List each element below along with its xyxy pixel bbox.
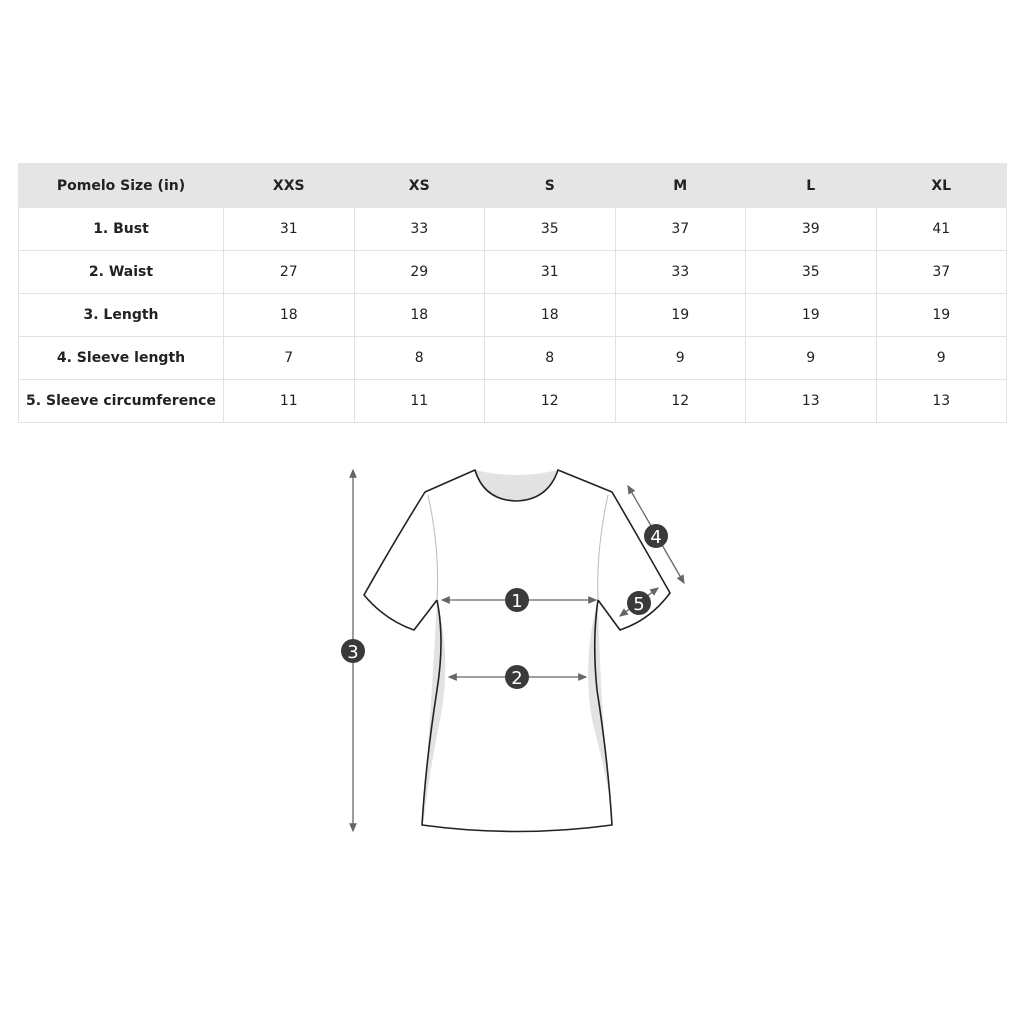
left-seam [427, 494, 439, 601]
table-cell: 33 [614, 250, 746, 294]
table-cell: 11 [353, 379, 485, 423]
header-s: S [484, 163, 616, 208]
marker-2-waist: 2 [505, 665, 529, 689]
row-label: 3. Length [18, 293, 224, 337]
table-cell: 41 [875, 207, 1007, 251]
table-cell: 29 [353, 250, 485, 294]
header-xxs: XXS [223, 163, 355, 208]
svg-text:4: 4 [650, 527, 661, 548]
table-cell: 33 [353, 207, 485, 251]
table-header-row: Pomelo Size (in) XXS XS S M L XL [18, 163, 1007, 208]
marker-1-bust: 1 [505, 588, 529, 612]
table-cell: 37 [614, 207, 746, 251]
table-cell: 13 [875, 379, 1007, 423]
neckline-shading [475, 470, 558, 501]
marker-5-sleeve-circumference: 5 [627, 591, 651, 615]
svg-text:2: 2 [511, 668, 522, 689]
header-size-label: Pomelo Size (in) [18, 163, 224, 208]
marker-4-sleeve-length: 4 [644, 524, 668, 548]
row-label: 4. Sleeve length [18, 336, 224, 380]
header-xl: XL [875, 163, 1007, 208]
svg-text:1: 1 [511, 591, 522, 612]
table-cell: 7 [223, 336, 355, 380]
table-cell: 35 [745, 250, 877, 294]
svg-text:3: 3 [347, 642, 358, 663]
table-cell: 35 [484, 207, 616, 251]
table-cell: 8 [353, 336, 485, 380]
table-cell: 19 [875, 293, 1007, 337]
size-chart-table: Pomelo Size (in) XXS XS S M L XL 1. Bust… [18, 163, 1007, 423]
table-cell: 37 [875, 250, 1007, 294]
table-cell: 12 [484, 379, 616, 423]
table-cell: 9 [875, 336, 1007, 380]
table-cell: 18 [353, 293, 485, 337]
table-cell: 27 [223, 250, 355, 294]
table-cell: 31 [223, 207, 355, 251]
row-label: 5. Sleeve circumference [18, 379, 224, 423]
tshirt-outline [363, 469, 671, 833]
header-l: L [745, 163, 877, 208]
table-cell: 18 [223, 293, 355, 337]
table-cell: 12 [614, 379, 746, 423]
table-cell: 9 [745, 336, 877, 380]
table-cell: 9 [614, 336, 746, 380]
svg-text:5: 5 [633, 594, 644, 615]
marker-3-length: 3 [341, 639, 365, 663]
table-cell: 11 [223, 379, 355, 423]
right-seam [597, 494, 609, 601]
table-cell: 39 [745, 207, 877, 251]
table-cell: 13 [745, 379, 877, 423]
header-m: M [614, 163, 746, 208]
